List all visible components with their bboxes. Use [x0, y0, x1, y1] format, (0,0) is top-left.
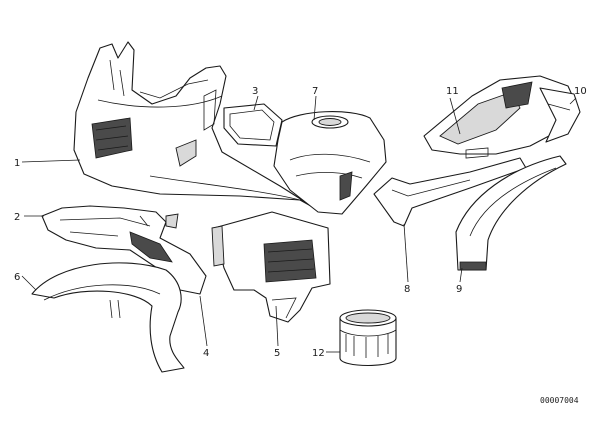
callout-6: 6	[14, 272, 20, 283]
paint-can	[339, 309, 397, 366]
callout-9: 9	[456, 284, 462, 295]
leader-lines	[21, 95, 577, 353]
front-fender	[31, 262, 185, 373]
callout-7: 7	[312, 86, 318, 97]
callout-12: 12	[312, 348, 325, 359]
callout-labels: 1 2 3 4 5 6 7 8 9 10 11 12	[14, 86, 587, 359]
tank-cover	[273, 111, 387, 215]
rear-fender	[455, 155, 567, 271]
rear-seat-cover	[423, 75, 577, 159]
callout-11: 11	[446, 86, 459, 97]
callout-5: 5	[274, 348, 280, 359]
rear-trim	[539, 87, 581, 143]
callout-3: 3	[252, 86, 258, 97]
drawing-number: 00007004	[540, 396, 579, 405]
callout-10: 10	[574, 86, 587, 97]
callout-4: 4	[203, 348, 209, 359]
callout-8: 8	[404, 284, 410, 295]
side-panel	[211, 211, 331, 323]
callout-2: 2	[14, 212, 20, 223]
upper-panel	[223, 103, 283, 147]
callout-1: 1	[14, 158, 20, 169]
front-fairing	[73, 41, 319, 211]
